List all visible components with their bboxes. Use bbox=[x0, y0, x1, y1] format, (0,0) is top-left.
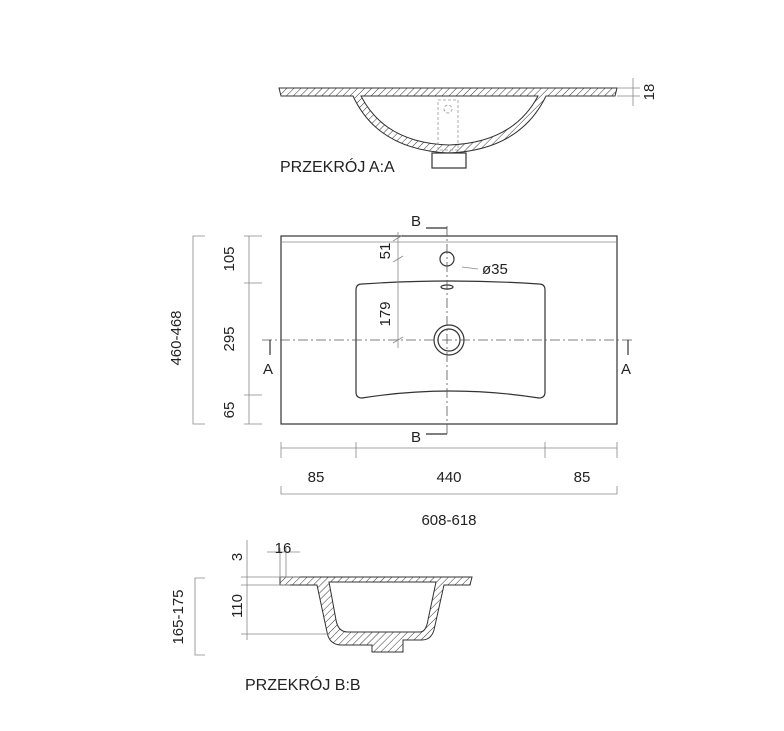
width-total-dimension: 608-618 bbox=[421, 512, 476, 529]
section-bb-label: PRZEKRÓJ B:B bbox=[245, 675, 361, 694]
lip-dimension: 3 bbox=[229, 553, 246, 561]
thickness-dimension: 18 bbox=[641, 84, 658, 101]
section-aa-label: PRZEKRÓJ A:A bbox=[280, 157, 395, 176]
section-b-marker-bottom: B bbox=[411, 429, 421, 446]
bowl-outline bbox=[355, 280, 546, 399]
depth-back-dimension: 65 bbox=[221, 402, 238, 419]
section-a-marker-left: A bbox=[263, 361, 273, 378]
overflow-pipe-hidden bbox=[437, 99, 459, 151]
depth-front-dimension: 105 bbox=[221, 246, 238, 271]
section-bb-profile bbox=[279, 576, 473, 653]
section-bb: 16 3 110 165-175 PRZEKRÓJ B:B bbox=[170, 540, 473, 694]
section-b-marker-top: B bbox=[411, 213, 421, 230]
drain-outlet bbox=[431, 152, 467, 169]
flange-dimension: 16 bbox=[275, 540, 292, 557]
overflow-hole-hidden bbox=[443, 104, 453, 114]
depth-bowl-dimension: 295 bbox=[221, 326, 238, 351]
overflow-diameter: ø35 bbox=[482, 261, 508, 278]
section-a-marker-right: A bbox=[621, 361, 631, 378]
plan-view: ø35 B B A A 51 179 105 295 65 460-468 85… bbox=[168, 213, 632, 529]
width-bowl-dimension: 440 bbox=[436, 469, 461, 486]
basin-outline bbox=[280, 235, 618, 425]
width-right-dimension: 85 bbox=[574, 469, 591, 486]
drain-offset-dimension: 179 bbox=[377, 301, 394, 326]
depth-total-dimension: 460-468 bbox=[168, 310, 185, 365]
section-aa-profile bbox=[278, 87, 618, 154]
section-aa: 18 PRZEKRÓJ A:A bbox=[278, 78, 658, 176]
overflow-offset-dimension: 51 bbox=[377, 243, 394, 260]
bowl-depth-dimension: 110 bbox=[229, 594, 246, 618]
height-total-dimension: 165-175 bbox=[170, 589, 187, 644]
width-left-dimension: 85 bbox=[308, 469, 325, 486]
